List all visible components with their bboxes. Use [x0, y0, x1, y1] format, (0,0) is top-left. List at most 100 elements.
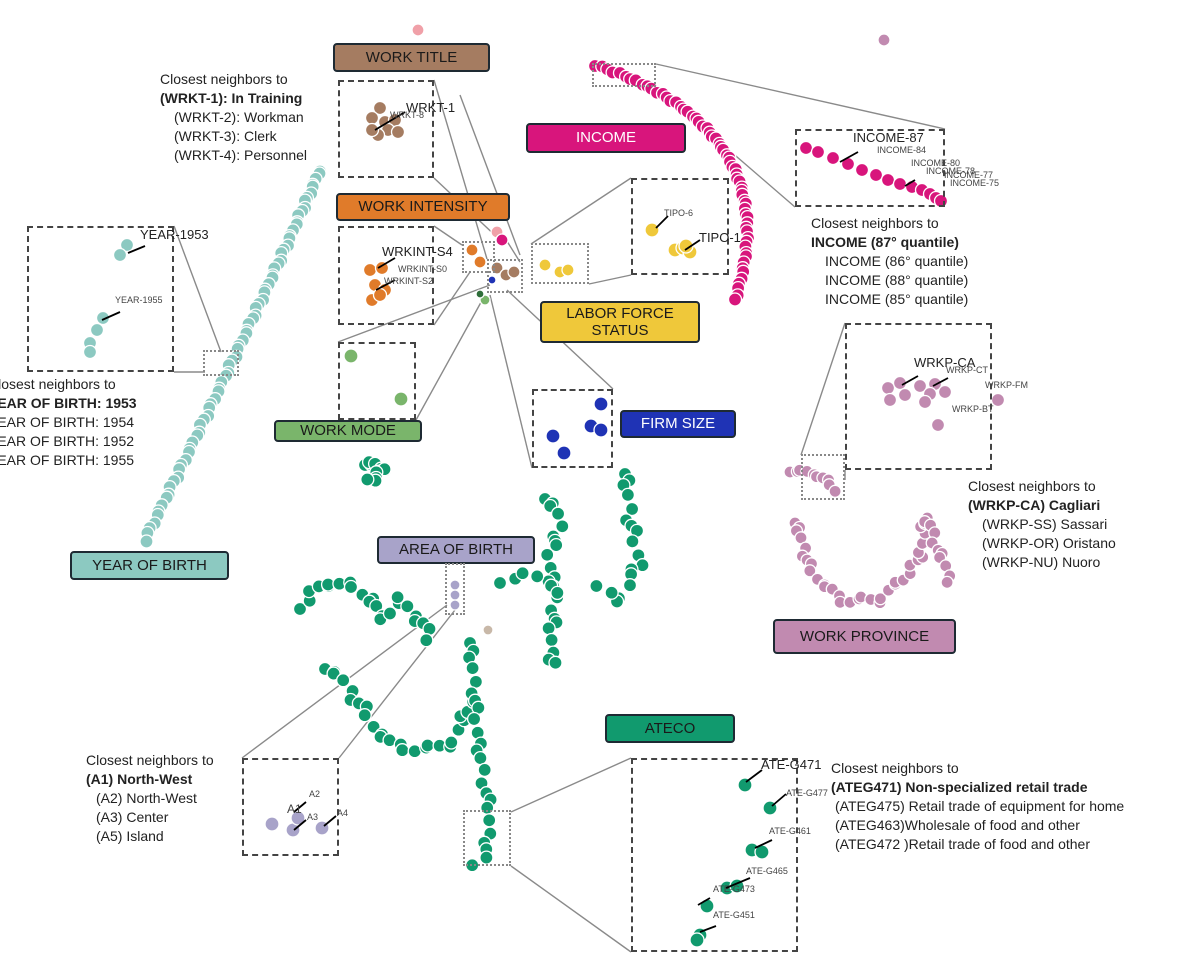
- ateco-point: [466, 711, 482, 727]
- tag-ate-g461: ATE-G461: [769, 826, 811, 836]
- label-labor-force-status: LABOR FORCE STATUS: [540, 301, 700, 343]
- tag-ate-g477: ATE-G477: [786, 788, 828, 798]
- neighbors-subject: (ATEG471) Non-specialized retail trade: [831, 779, 1088, 795]
- neighbors-head: Closest neighbors to: [86, 752, 214, 768]
- zoom-tick-marks: [101, 111, 949, 933]
- label-area-of-birth: AREA OF BIRTH: [377, 536, 535, 564]
- tag-tipo-1: TIPO-1: [699, 230, 741, 245]
- neighbors-head: Closest neighbors to: [831, 760, 959, 776]
- connector-line: [800, 322, 846, 456]
- tag-income-87: INCOME-87: [853, 130, 924, 145]
- connector-line: [415, 294, 486, 421]
- zoom-firm-point: [545, 428, 561, 444]
- center-point: [538, 258, 552, 272]
- center-point: [465, 243, 479, 257]
- tag-income-77: INCOME-77: [944, 170, 994, 180]
- connector-line: [489, 294, 533, 469]
- connector-line: [433, 225, 463, 246]
- tag-wrkp-ct: WRKP-CT: [946, 365, 988, 375]
- connector-line: [530, 177, 632, 245]
- marker-labor: [531, 243, 589, 284]
- neighbors-subject: (WRKT-1): In Training: [160, 90, 303, 106]
- center-point: [561, 263, 575, 277]
- ateco-point: [343, 579, 359, 595]
- label-tick: [932, 377, 949, 387]
- ateco-point: [419, 633, 434, 648]
- ateco-point: [541, 621, 556, 636]
- zoom-province-point: [930, 417, 946, 433]
- tag-wrkp-bt: WRKP-BT: [952, 404, 994, 414]
- zoom-mode-point: [343, 348, 359, 364]
- tag-income-80: INCOME-80: [911, 158, 961, 168]
- neighbors-ateg: Closest neighbors to (ATEG471) Non-speci…: [831, 759, 1124, 854]
- center-point: [473, 255, 487, 269]
- connector-line: [655, 63, 946, 130]
- province-point: [828, 484, 842, 498]
- zoom-province-point: [917, 394, 933, 410]
- zoom-firm-point: [556, 445, 572, 461]
- tag-tipo-6: TIPO-6: [664, 208, 694, 218]
- tag-income-84: INCOME-84: [877, 145, 927, 155]
- zoom-income-point: [810, 144, 826, 160]
- label-tick: [101, 311, 121, 321]
- neighbors-subject: YEAR OF BIRTH: 1953: [0, 395, 137, 411]
- zoom-labor-point: [644, 222, 660, 238]
- neighbors-head: Closest neighbors to: [968, 478, 1096, 494]
- zoom-box-intensity: [338, 226, 434, 325]
- ateco-point: [326, 666, 341, 681]
- label-tick: [745, 769, 763, 783]
- connector-line: [459, 94, 521, 256]
- marker-ateco: [463, 810, 511, 866]
- label-tick: [904, 179, 916, 187]
- neighbors-head: Closest neighbors to: [160, 71, 288, 87]
- zoom-firm-point: [593, 396, 609, 412]
- zoom-year-point: [112, 247, 128, 263]
- ateco-point: [420, 738, 435, 753]
- zoom-year-point: [119, 237, 135, 253]
- zoom-title-point: [390, 124, 406, 140]
- label-work-title: WORK TITLE: [333, 43, 490, 72]
- marker-year: [203, 350, 239, 376]
- tag-wrkint-s2: WRKINT-S2: [384, 276, 434, 286]
- label-tick: [293, 801, 307, 813]
- zoom-box-area: [242, 758, 339, 856]
- ateco-point: [544, 632, 559, 648]
- province-point: [873, 592, 888, 606]
- zoom-year-point: [89, 322, 105, 338]
- label-work-intensity: WORK INTENSITY: [336, 193, 510, 221]
- neighbors-head: Closest neighbors to: [811, 215, 939, 231]
- ateco-point: [465, 660, 480, 676]
- ateco-point: [555, 519, 570, 534]
- outlier-point: [411, 23, 425, 37]
- label-work-mode: WORK MODE: [274, 420, 422, 442]
- neighbor-item: (ATEG463)Wholesale of food and other: [835, 817, 1080, 833]
- zoom-ateco-point: [737, 777, 753, 793]
- ateco-point: [390, 590, 405, 605]
- connector-line: [337, 284, 491, 343]
- ateco-point: [292, 601, 308, 617]
- tag-income-78: INCOME-78: [926, 166, 976, 176]
- ateco-point: [382, 606, 398, 621]
- connector-line: [433, 271, 471, 326]
- connector-line: [588, 274, 632, 285]
- label-income: INCOME: [526, 123, 686, 153]
- ateco-point: [400, 599, 415, 614]
- zoom-box-year: [27, 226, 174, 372]
- zoom-box-labor: [631, 178, 729, 275]
- neighbors-income: Closest neighbors to INCOME (87° quantil…: [811, 214, 968, 309]
- neighbors-subject: (WRKP-CA) Cagliari: [968, 497, 1101, 513]
- neighbor-item: YEAR OF BIRTH: 1955: [0, 452, 135, 468]
- label-tick: [839, 151, 859, 163]
- neighbors-subject: INCOME (87° quantile): [811, 234, 959, 250]
- zoom-province-point: [897, 387, 913, 403]
- connector-line: [433, 79, 488, 260]
- label-tick: [699, 925, 717, 933]
- neighbors-subject: (A1) North-West: [86, 771, 193, 787]
- label-tick: [655, 215, 669, 229]
- label-work-province: WORK PROVINCE: [773, 619, 956, 654]
- connector-line: [338, 609, 456, 759]
- neighbor-item: (ATEG472 )Retail trade of food and other: [835, 836, 1090, 852]
- label-tick: [697, 897, 711, 906]
- ateco-point: [360, 472, 375, 487]
